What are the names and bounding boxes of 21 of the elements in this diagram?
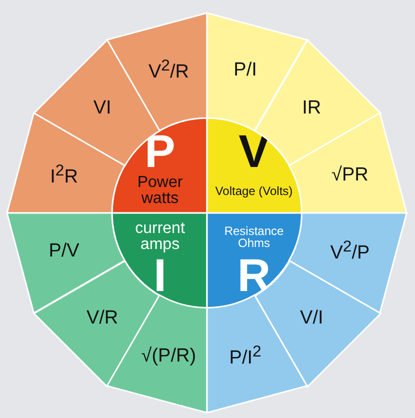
- formula: I$^{2}$R: [50, 163, 78, 186]
- formula: P/I: [234, 60, 257, 80]
- formula: P/V: [48, 242, 80, 261]
- formula: √(P/R): [141, 346, 196, 366]
- quantity-letter: P: [144, 128, 176, 174]
- formula: V$^{2}$/R: [148, 58, 189, 82]
- formula: √PR: [332, 165, 368, 184]
- formula: IR: [302, 98, 322, 118]
- quantity-label: Voltage (Volts): [214, 185, 294, 197]
- quantity-label: Power watts: [136, 175, 184, 207]
- quantity-label: Resistance Ohms: [223, 225, 285, 249]
- formula: V/R: [86, 308, 118, 328]
- quantity-letter: V: [238, 128, 270, 174]
- formula: V$^{2}$/P: [330, 240, 370, 263]
- formula: VI: [93, 98, 112, 118]
- quantity-letter: R: [237, 252, 271, 298]
- quantity-letter: I: [154, 252, 166, 298]
- formula: V/I: [300, 308, 324, 328]
- formula: P/I$^{2}$: [229, 344, 262, 368]
- formula-segment: [7, 113, 125, 213]
- quantity-label: current amps: [134, 221, 186, 253]
